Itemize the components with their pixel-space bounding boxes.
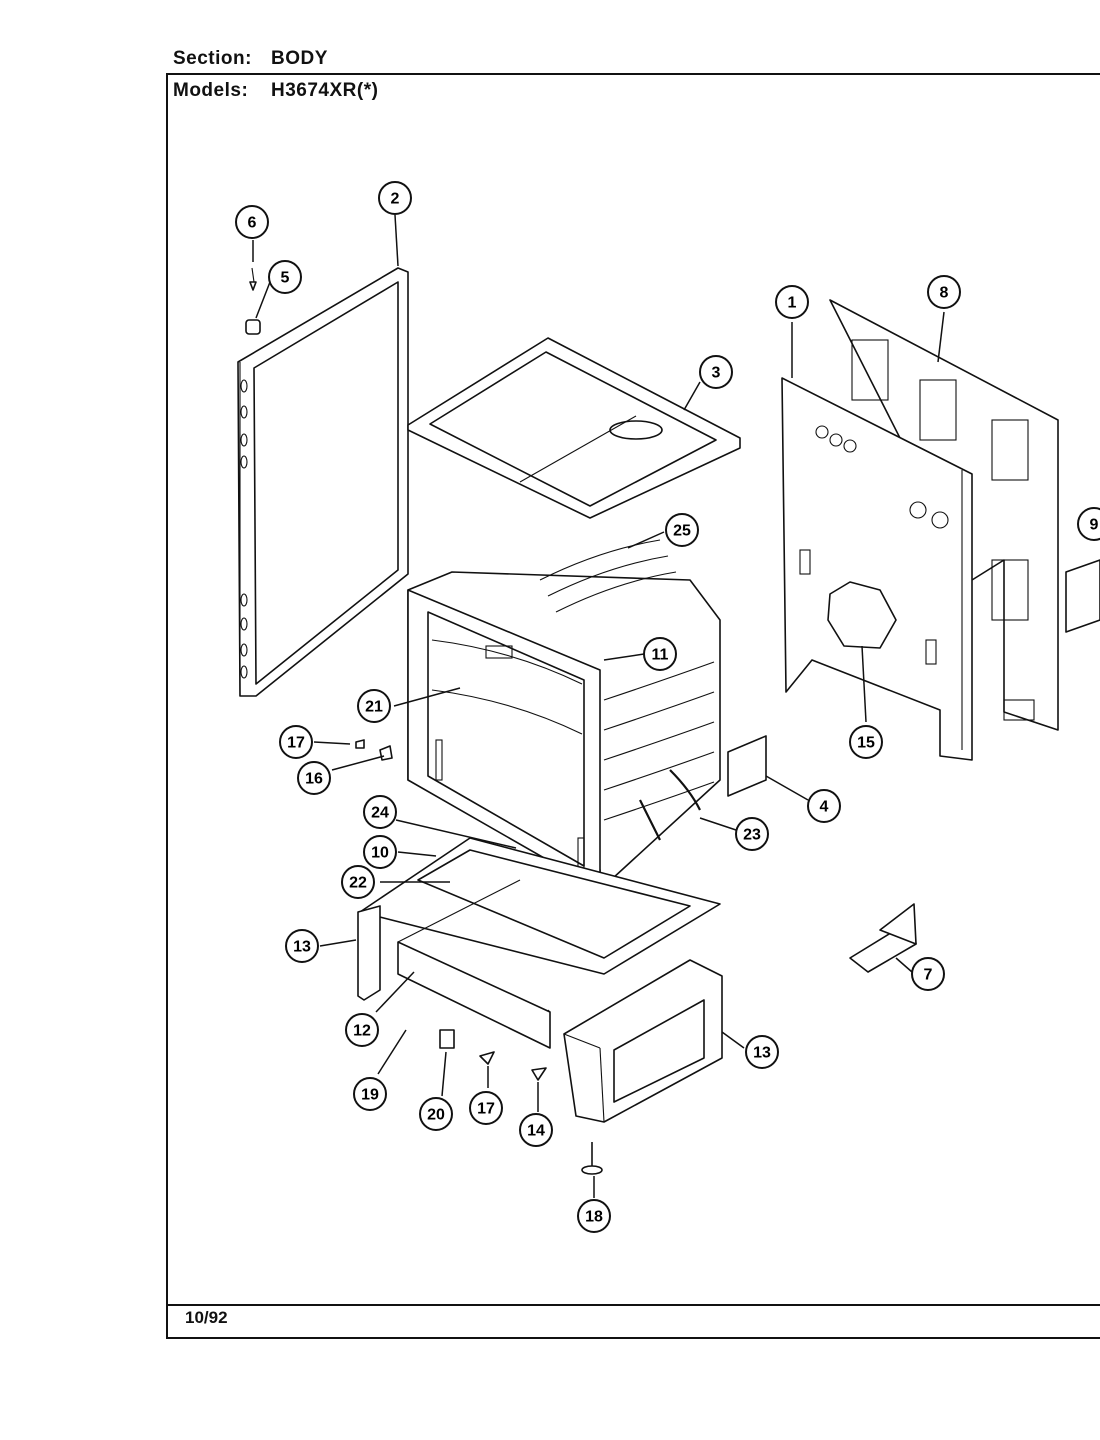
oven-cavity-part [407,539,721,891]
callout-number: 16 [305,771,323,788]
callout-3: 3 [699,355,733,389]
leveling-leg-part [581,1142,603,1175]
back-panel-part [781,299,1059,761]
section-value: BODY [271,48,328,69]
callout-2: 2 [378,181,412,215]
callout-4: 4 [807,789,841,823]
top-panel-part [407,337,741,519]
callout-15: 15 [849,725,883,759]
callout-number: 20 [427,1107,445,1124]
section-label: Section: [173,48,252,69]
bottom-panel-part [359,837,721,975]
callout-5: 5 [268,260,302,294]
callout-17: 17 [469,1091,503,1125]
callout-number: 17 [477,1101,495,1118]
footer-divider [166,1304,1100,1306]
callout-9: 9 [1077,507,1100,541]
models-label: Models: [173,80,249,101]
callout-number: 21 [365,699,383,716]
callout-number: 2 [391,191,400,208]
callout-11: 11 [643,637,677,671]
callout-number: 6 [248,215,257,232]
callout-14: 14 [519,1113,553,1147]
callout-17: 17 [279,725,313,759]
callout-18: 18 [577,1199,611,1233]
callout-number: 13 [753,1045,771,1062]
callout-22: 22 [341,865,375,899]
callout-number: 11 [652,647,669,664]
models-value: H3674XR(*) [271,80,379,101]
callout-13: 13 [285,929,319,963]
callout-23: 23 [735,817,769,851]
section-heading: Section: BODY [173,48,328,70]
callout-number: 8 [940,285,949,302]
callout-number: 5 [281,270,290,287]
callout-number: 23 [743,827,761,844]
small-parts [355,559,1100,973]
callout-10: 10 [363,835,397,869]
callout-number: 4 [820,799,829,816]
callout-24: 24 [363,795,397,829]
side-panel-part [237,267,409,697]
callout-number: 18 [585,1209,603,1226]
callout-number: 1 [788,295,797,312]
callout-number: 25 [673,523,691,540]
models-heading: Models: H3674XR(*) [173,80,378,102]
revision-date: 10/92 [185,1308,228,1327]
callout-number: 22 [349,875,367,892]
callout-number: 10 [371,845,389,862]
callout-12: 12 [345,1013,379,1047]
callout-16: 16 [297,761,331,795]
callout-leaders [252,214,945,1198]
callout-19: 19 [353,1077,387,1111]
callout-number: 12 [353,1023,371,1040]
callout-6: 6 [235,205,269,239]
callout-number: 17 [287,735,305,752]
diagram-frame [166,73,1100,1339]
callout-number: 19 [361,1087,379,1104]
callout-number: 7 [924,967,933,984]
callout-13: 13 [745,1035,779,1069]
callout-number: 14 [527,1123,545,1140]
callout-number: 13 [293,939,311,956]
callout-7: 7 [911,957,945,991]
callout-20: 20 [419,1097,453,1131]
callout-number: 3 [712,365,721,382]
base-frame-part [357,879,723,1123]
callout-8: 8 [927,275,961,309]
callout-number: 9 [1090,517,1099,534]
callout-number: 15 [857,735,875,752]
callout-25: 25 [665,513,699,547]
callout-21: 21 [357,689,391,723]
callout-number: 24 [371,805,389,822]
callout-1: 1 [775,285,809,319]
